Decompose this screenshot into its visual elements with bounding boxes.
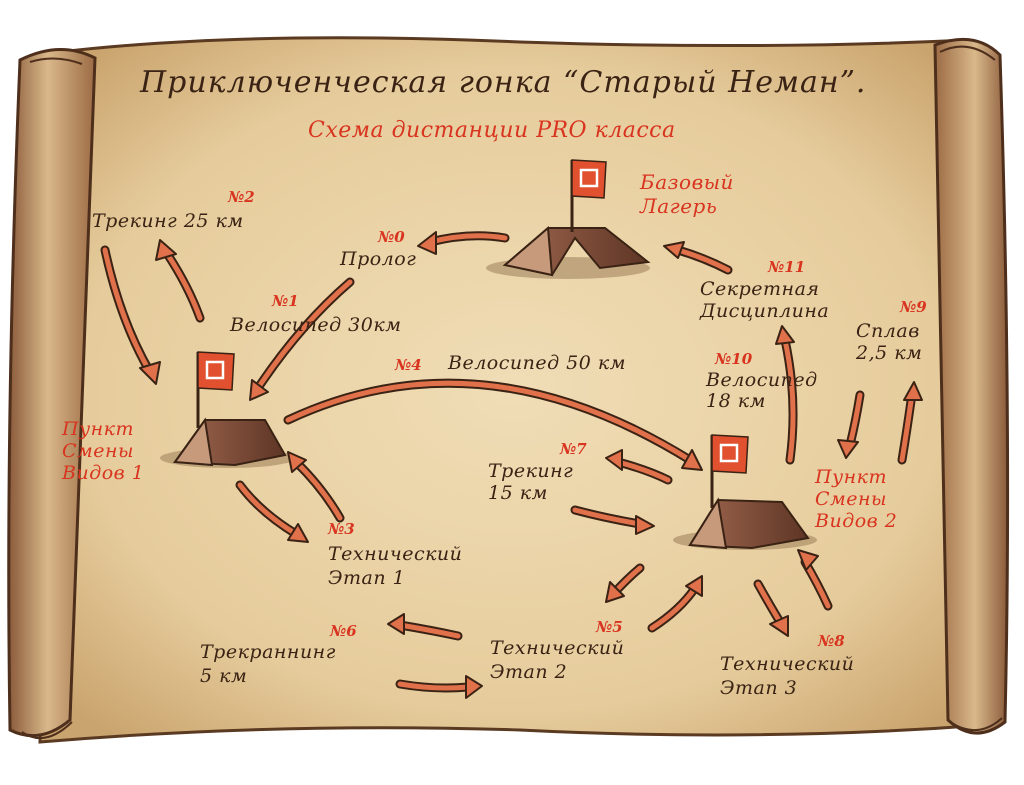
tent-icon-transition-2 — [673, 434, 817, 550]
stage-8-name: Технический Этап 3 — [720, 653, 855, 699]
transition-2-label: Пункт Смены Видов 2 — [815, 466, 898, 532]
stage-11-number: №11 — [768, 258, 806, 276]
stage-3-name: Технический Этап 1 — [328, 543, 463, 589]
transition-1-label: Пункт Смены Видов 1 — [62, 418, 145, 484]
stage-2-name: Трекинг 25 км — [92, 210, 244, 232]
stage-1-number: №1 — [272, 292, 299, 310]
stage-9-number: №9 — [900, 298, 927, 316]
base-camp-label: Базовый Лагерь — [640, 170, 734, 218]
stage-0-name: Пролог — [340, 248, 417, 270]
stage-4-number: №4 — [395, 356, 422, 374]
stage-1-name: Велосипед 30км — [230, 314, 402, 336]
stage-4-name: Велосипед 50 км — [448, 352, 626, 374]
stage-7-number: №7 — [560, 440, 587, 458]
tent-icon-transition-1 — [160, 351, 296, 468]
arrow-heads — [139, 231, 923, 699]
stage-6-number: №6 — [330, 622, 357, 640]
stage-3-number: №3 — [328, 520, 355, 538]
stage-11-name: Секретная Дисциплина — [700, 278, 830, 322]
page-subtitle: Схема дистанции PRO класса — [308, 118, 676, 143]
stage-7-name: Трекинг 15 км — [488, 460, 574, 504]
tent-icon-base-camp — [486, 159, 651, 279]
stage-0-number: №0 — [378, 228, 405, 246]
stage-10-name: Велосипед 18 км — [706, 369, 818, 412]
stage-6-name: Трекраннинг 5 км — [200, 641, 336, 687]
stage-8-number: №8 — [818, 632, 845, 650]
stage-5-number: №5 — [596, 618, 623, 636]
route-arrows-fill — [102, 233, 915, 691]
stage-9-name: Сплав 2,5 км — [856, 320, 923, 364]
stage-10-number: №10 — [715, 350, 753, 368]
page-title: Приключенческая гонка “Старый Неман”. — [140, 65, 867, 100]
stage-2-number: №2 — [228, 188, 255, 206]
stage-5-name: Технический Этап 2 — [490, 637, 625, 683]
